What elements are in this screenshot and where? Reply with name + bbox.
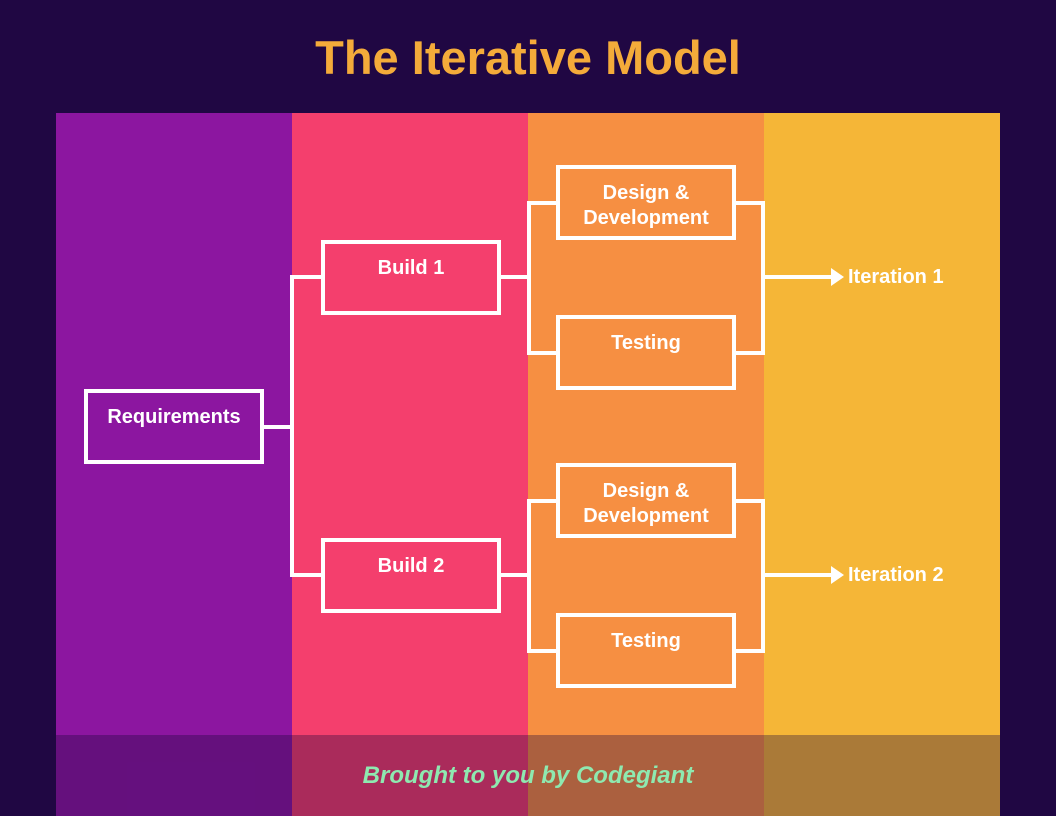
- node-build1-label: Build 1: [377, 257, 445, 279]
- node-requirements: Requirements: [84, 389, 264, 464]
- arrow-iteration1-line: [761, 275, 832, 279]
- connector-design2-out: [736, 499, 765, 503]
- connector-testing2-out: [736, 649, 765, 653]
- node-build2: Build 2: [321, 538, 501, 613]
- page-title: The Iterative Model: [315, 31, 741, 84]
- connector-build1-in: [290, 275, 322, 279]
- iteration1-label: Iteration 1: [848, 266, 944, 288]
- arrowhead-right-icon: [831, 566, 844, 584]
- iterative-model-diagram: Requirements Build 1 Build 2 Design & De…: [56, 113, 1000, 816]
- connector-split2-vertical: [527, 499, 531, 653]
- connector-testing2-in: [527, 649, 556, 653]
- footer-credit: Brought to you by Codegiant: [362, 761, 694, 789]
- arrow-iteration2-line: [761, 573, 832, 577]
- connector-testing1-out: [736, 351, 765, 355]
- column-build-phase: [292, 113, 528, 816]
- connector-design1-out: [736, 201, 765, 205]
- connector-build2-in: [290, 573, 322, 577]
- node-design-development-2-label: Design & Development: [583, 480, 709, 527]
- node-testing-1-label: Testing: [611, 332, 681, 354]
- connector-build1-out: [501, 275, 531, 279]
- connector-requirements-out: [264, 425, 294, 429]
- column-iteration-phase: [764, 113, 1000, 816]
- node-build2-label: Build 2: [377, 555, 445, 577]
- connector-design1-in: [527, 201, 556, 205]
- node-build1: Build 1: [321, 240, 501, 315]
- node-testing-2-label: Testing: [611, 630, 681, 652]
- connector-build2-out: [501, 573, 531, 577]
- footer-bar: Brought to you by Codegiant: [56, 735, 1000, 816]
- node-design-development-1: Design & Development: [556, 165, 736, 240]
- node-requirements-label: Requirements: [107, 406, 241, 428]
- node-testing-2: Testing: [556, 613, 736, 688]
- connector-builds-vertical: [290, 275, 294, 577]
- connector-testing1-in: [527, 351, 556, 355]
- connector-split1-vertical: [527, 201, 531, 355]
- arrowhead-right-icon: [831, 268, 844, 286]
- node-design-development-1-label: Design & Development: [583, 182, 709, 229]
- connector-design2-in: [527, 499, 556, 503]
- iteration2-label: Iteration 2: [848, 564, 944, 586]
- column-requirements-phase: [56, 113, 292, 816]
- node-testing-1: Testing: [556, 315, 736, 390]
- node-design-development-2: Design & Development: [556, 463, 736, 538]
